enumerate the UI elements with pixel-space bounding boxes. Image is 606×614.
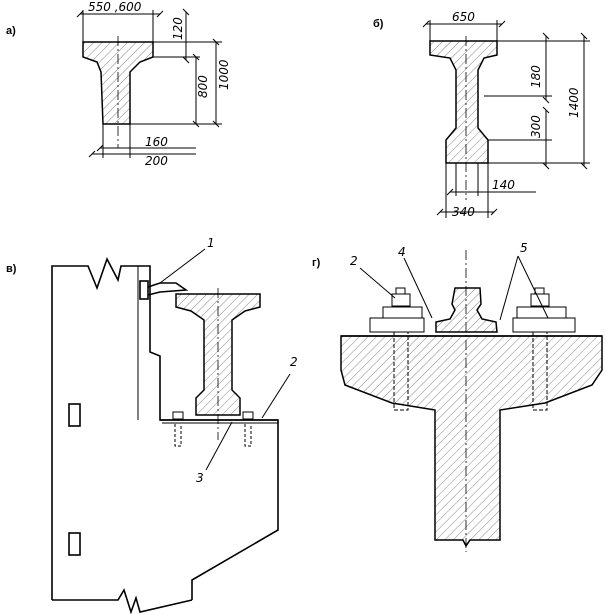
dim-height-total-a: 1000 (217, 59, 231, 90)
column-opening (68, 403, 81, 427)
anchor-bolt (174, 424, 182, 447)
callout-4-g: 4 (398, 245, 406, 259)
leader-line (261, 373, 291, 419)
leader-line (359, 267, 396, 299)
panel-v: в) 1 2 3 (6, 236, 298, 614)
leader-line (517, 255, 549, 319)
plate-right (512, 317, 576, 333)
panel-g-label: г) (312, 257, 321, 269)
leader-line (159, 248, 206, 284)
dim-flange-width-a: 550 ,600 (88, 0, 142, 14)
nut (172, 411, 184, 420)
panel-g: г) 2 4 5 (312, 241, 603, 552)
anchor-bolt (244, 424, 252, 447)
dim-flange-thickness-a: 120 (171, 17, 185, 40)
dim-web-bottom-a: 160 (145, 135, 168, 149)
column-break-bottom (52, 588, 193, 614)
plate-left (369, 317, 425, 333)
beam-section-b (429, 40, 498, 164)
dim-bottom-bulb-b: 300 (529, 115, 543, 138)
dim-height-total-b: 1400 (567, 87, 581, 118)
beam-section-v (175, 293, 261, 416)
callout-2-g: 2 (350, 254, 358, 268)
leader-line (205, 421, 233, 471)
beam-flange-g (435, 287, 498, 333)
stop-bracket (139, 280, 149, 300)
nut (242, 411, 254, 420)
callout-3-v: 3 (196, 471, 204, 485)
washer-right (516, 306, 567, 319)
panel-b-label: б) (373, 18, 384, 30)
callout-2-v: 2 (290, 355, 298, 369)
panel-a: а) 550 ,600 120 800 1000 160 200 (6, 0, 231, 168)
callout-1-v: 1 (207, 236, 215, 250)
dim-height-inner-a: 800 (196, 75, 210, 98)
callout-5-g: 5 (520, 241, 528, 255)
bolt-tip-left (395, 287, 406, 295)
dim-web-top-a: 200 (145, 154, 168, 168)
stop-bracket-arm (147, 282, 189, 296)
leader-line (403, 257, 433, 319)
dim-web-b: 140 (492, 178, 515, 192)
dim-flange-thickness-b: 180 (529, 65, 543, 88)
panel-v-label: в) (6, 263, 17, 275)
column-opening (68, 532, 81, 556)
anchor-bolt-right (532, 331, 548, 411)
nut-left (391, 293, 411, 307)
washer-left (382, 306, 423, 319)
panel-a-label: а) (6, 25, 16, 37)
leader-line (499, 255, 519, 321)
column-outline (51, 256, 279, 600)
dim-flange-width-b: 650 (452, 10, 475, 24)
dim-bottom-width-b: 340 (452, 205, 475, 219)
column-head-section (340, 335, 603, 548)
nut-right (530, 293, 550, 307)
panel-b: б) 650 180 300 1400 140 340 (373, 10, 590, 219)
anchor-bolt-left (393, 331, 409, 411)
